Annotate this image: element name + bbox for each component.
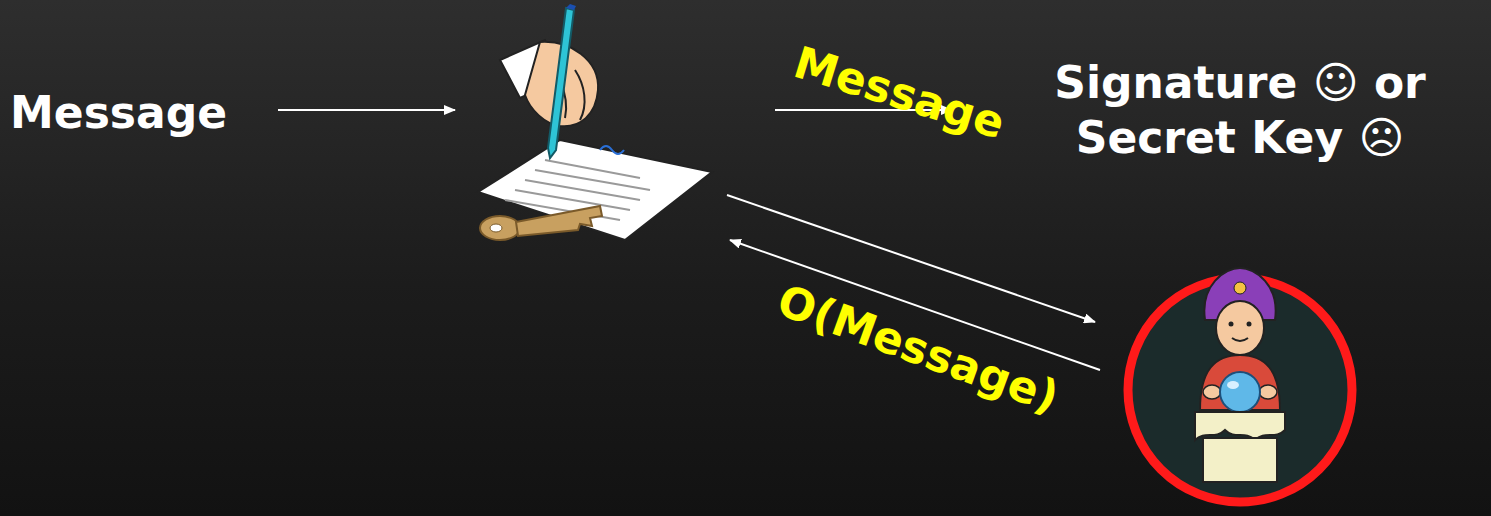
query-label: Message <box>788 34 1012 150</box>
oracle-illustration <box>1128 268 1352 502</box>
input-text: Message <box>10 85 227 140</box>
flow-arrow <box>278 109 455 111</box>
signer-illustration <box>478 4 712 240</box>
result-text: Signature ☺ or Secret Key ☹ <box>1000 55 1480 165</box>
answer-label: O(Message) <box>770 272 1066 424</box>
